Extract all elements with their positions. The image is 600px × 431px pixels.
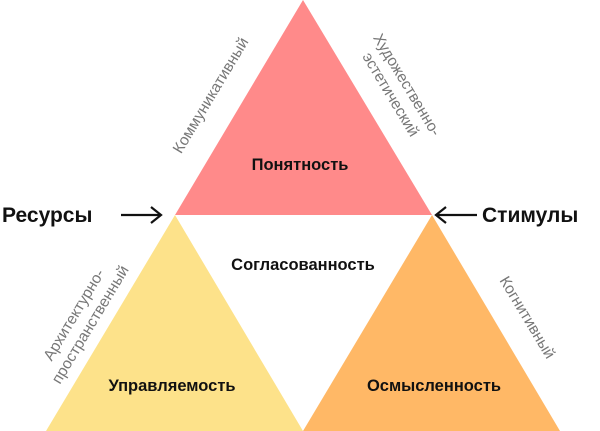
triangle-bottom-right (303, 215, 560, 431)
triangle-bottom-left (46, 215, 303, 431)
label-ponyatnost: Понятность (252, 156, 349, 174)
label-soglasovannost: Согласованность (231, 256, 375, 274)
label-upravlyaemost: Управляемость (108, 377, 235, 395)
triangle-top (175, 0, 432, 215)
label-osmyslennost: Осмысленность (367, 377, 501, 395)
label-stimuly: Стимулы (482, 204, 578, 227)
arrow-left-icon (434, 206, 477, 224)
label-resursy: Ресурсы (2, 204, 92, 227)
arrow-right-icon (121, 206, 163, 224)
